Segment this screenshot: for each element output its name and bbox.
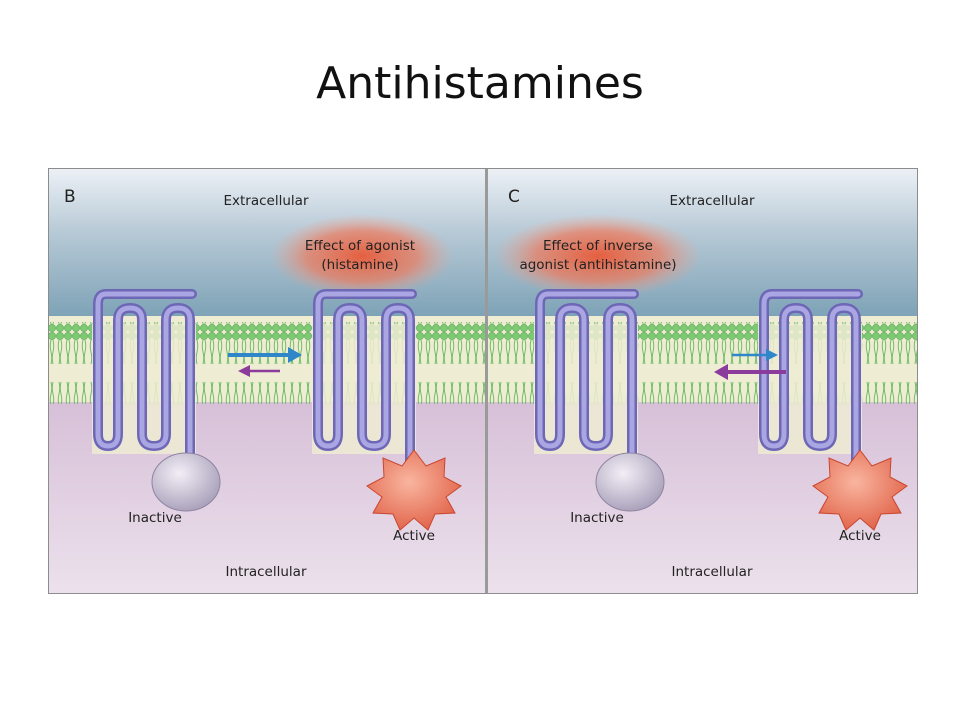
inactive-label: Inactive: [128, 510, 182, 526]
panel-c: C Extracellular Effect of inverse agonis…: [488, 168, 918, 594]
panel-b: B Extracellular Effect of agonist (hista…: [48, 168, 485, 594]
active-g-protein: [366, 449, 462, 531]
extracellular-label: Extracellular: [670, 193, 755, 209]
active-label: Active: [393, 528, 435, 544]
effect-label-line1: Effect of inverse: [543, 238, 653, 254]
effect-label-line2: (histamine): [321, 257, 398, 273]
panel-letter: C: [508, 187, 520, 207]
intracellular-label: Intracellular: [671, 564, 752, 580]
inactive-g-protein: [151, 452, 221, 512]
active-g-protein: [812, 449, 908, 531]
receptor-inactive: [534, 294, 638, 462]
receptor-active: [758, 294, 862, 462]
effect-label-line2: agonist (antihistamine): [519, 257, 676, 273]
inactive-label: Inactive: [570, 510, 624, 526]
receptor-inactive: [92, 294, 196, 462]
inactive-g-protein: [595, 452, 665, 512]
equilibrium-arrows: [714, 349, 786, 380]
receptor-diagram-figure: B Extracellular Effect of agonist (hista…: [48, 168, 918, 594]
equilibrium-arrows: [228, 347, 302, 377]
active-label: Active: [839, 528, 881, 544]
extracellular-label: Extracellular: [224, 193, 309, 209]
receptor-active: [312, 294, 416, 462]
effect-label-line1: Effect of agonist: [305, 238, 415, 254]
panel-letter: B: [64, 187, 76, 207]
slide-title: Antihistamines: [316, 58, 644, 109]
inverse-agonist-effect-glow: [494, 214, 702, 298]
panel-divider: [485, 168, 488, 594]
intracellular-label: Intracellular: [225, 564, 306, 580]
agonist-effect-glow: [270, 214, 454, 298]
